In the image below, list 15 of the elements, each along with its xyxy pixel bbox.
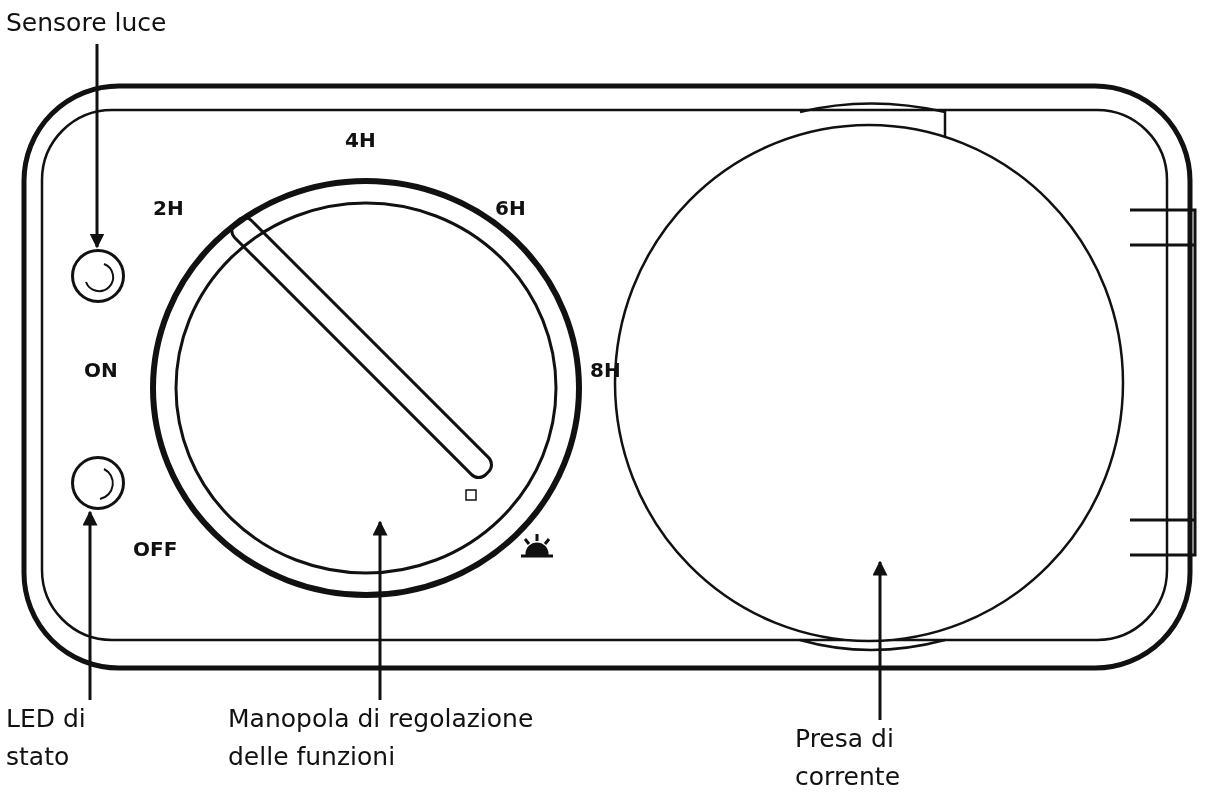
status-led — [71, 456, 125, 510]
leader-line — [872, 560, 888, 720]
leader-line — [372, 520, 388, 700]
dial-marking: 6H — [495, 196, 526, 220]
callout-label: Presa di corrente — [795, 720, 995, 796]
dial-marking: 4H — [345, 128, 376, 152]
callout-label: Sensore luce — [6, 4, 226, 42]
callout-label: LED di stato — [6, 700, 136, 776]
dial-marking: ON — [84, 358, 118, 382]
leader-line — [89, 44, 105, 249]
leader-line — [82, 510, 98, 700]
dial-marking: OFF — [133, 537, 178, 561]
dial-marking: 2H — [153, 196, 184, 220]
callout-label: Manopola di regolazione delle funzioni — [228, 700, 568, 776]
light-sensor — [71, 249, 125, 303]
